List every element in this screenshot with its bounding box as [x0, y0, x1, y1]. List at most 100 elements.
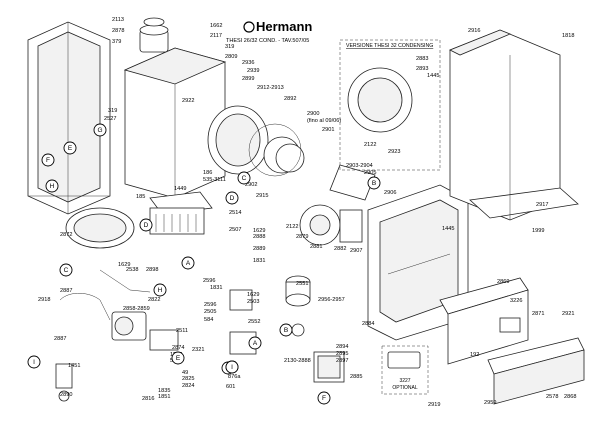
part-label: 2879: [296, 234, 308, 240]
reference-marker-letter: G: [97, 127, 102, 134]
part-label: 1851: [158, 394, 170, 400]
brand-name: Hermann: [256, 19, 312, 34]
part-label: 2885: [350, 374, 362, 380]
part-label: 2824: [182, 383, 194, 389]
part-label: 1835: [158, 388, 170, 394]
reference-marker: D: [225, 191, 239, 205]
reference-marker: E: [63, 141, 77, 155]
part-label: 2905: [364, 170, 376, 176]
reference-marker: H: [45, 179, 59, 193]
diagram-subtitle: THESI 26/32 COND. - TAV.507/05: [226, 38, 309, 44]
reference-marker: C: [237, 171, 251, 185]
part-label: 2892: [284, 96, 296, 102]
part-label: 2918: [38, 297, 50, 303]
part-label: 2511: [176, 328, 188, 334]
part-label: 2122: [364, 142, 376, 148]
reference-marker-letter: B: [372, 180, 376, 187]
part-label: 2113: [112, 17, 124, 23]
reference-marker: C: [59, 263, 73, 277]
part-label: 2578: [546, 394, 558, 400]
part-label: 2887: [60, 288, 72, 294]
part-label: 2901: [322, 127, 334, 133]
part-label: 2858-2859: [123, 306, 150, 312]
part-label: 1451: [68, 363, 80, 369]
side-frame: [27, 21, 111, 215]
reference-marker: A: [181, 256, 195, 270]
part-label: 2894: [336, 344, 348, 350]
part-label: 186: [203, 170, 212, 176]
reference-marker-letter: D: [230, 195, 235, 202]
hydraulic-group: [59, 269, 257, 355]
part-label: 2936: [242, 60, 254, 66]
casing: [449, 29, 579, 221]
part-label: 2890: [60, 392, 72, 398]
plate-exchanger: [149, 191, 213, 235]
part-label: 2869: [497, 279, 509, 285]
part-label: 2895: [336, 351, 348, 357]
part-label: 2538: [126, 267, 138, 273]
optional-code: 3227: [399, 378, 410, 384]
part-label: 2527: [104, 116, 116, 122]
part-label: 2900: [307, 111, 319, 117]
reference-marker-letter: D: [144, 222, 149, 229]
part-label: 2822: [148, 297, 160, 303]
part-label: 192: [470, 352, 479, 358]
part-label: 2503: [247, 299, 259, 305]
part-label: 185: [136, 194, 145, 200]
reference-marker: I: [225, 360, 239, 374]
gas-valve: [291, 323, 345, 383]
reference-marker-letter: B: [284, 327, 288, 334]
reference-marker: B: [279, 323, 293, 337]
main-frame: [123, 17, 227, 199]
part-label: 2887: [54, 336, 66, 342]
control-panel: [439, 277, 585, 405]
inset-label-1445: 1445: [427, 73, 439, 79]
part-label: 2871: [532, 311, 544, 317]
part-label: 2884: [362, 321, 374, 327]
part-label: 2917: [536, 202, 548, 208]
reference-marker: D: [139, 218, 153, 232]
part-label: 1831: [253, 258, 265, 264]
part-label: 2907: [350, 248, 362, 254]
reference-marker: G: [93, 123, 107, 137]
reference-marker-letter: I: [33, 359, 35, 366]
part-label: 584: [204, 317, 213, 323]
part-label: 2915: [256, 193, 268, 199]
part-label: 876a: [228, 374, 241, 380]
part-label: 2552: [248, 319, 260, 325]
part-label: 379: [112, 39, 121, 45]
part-label: 2922: [182, 98, 194, 104]
part-label: 1831: [210, 285, 222, 291]
part-label: 2130-2888: [284, 358, 311, 364]
heat-exchanger: [207, 105, 305, 177]
part-label: 49: [182, 370, 188, 376]
part-label: 2906: [384, 190, 396, 196]
reference-marker: E: [171, 351, 185, 365]
part-label: 2902: [245, 182, 257, 188]
part-label: 1629: [247, 292, 259, 298]
part-label: 2809: [225, 54, 237, 60]
part-label: 1999: [532, 228, 544, 234]
reference-marker-letter: A: [253, 340, 258, 347]
siphon: [285, 275, 311, 307]
part-label: 2872: [60, 232, 72, 238]
part-label: 2514: [229, 210, 241, 216]
inset-label-2883: 2883: [416, 56, 428, 62]
part-label: 2939: [247, 68, 259, 74]
part-label: (fino al 09/06): [307, 118, 341, 124]
part-label: 601: [226, 384, 235, 390]
reference-marker: B: [367, 176, 381, 190]
part-label: 319: [225, 44, 234, 50]
part-label: 2921: [562, 311, 574, 317]
part-label: 2825: [182, 376, 194, 382]
part-label: 2878: [112, 28, 124, 34]
reference-marker-letter: H: [50, 183, 55, 190]
expansion-vessel: [65, 207, 135, 249]
part-label: 2923: [388, 149, 400, 155]
inset-label-2893: 2893: [416, 66, 428, 72]
part-label: 3226: [510, 298, 522, 304]
part-label: 2117: [210, 33, 222, 39]
reference-marker-letter: E: [68, 145, 73, 152]
part-label: 2596: [203, 278, 215, 284]
